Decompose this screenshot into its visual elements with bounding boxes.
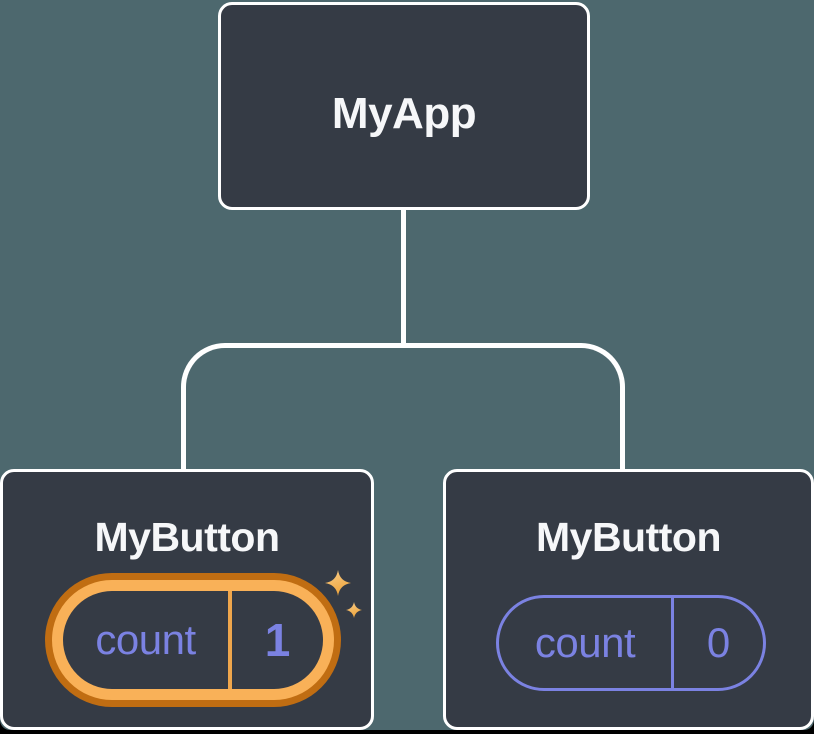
state-name-label: count bbox=[534, 619, 636, 666]
tree-node-mybutton-left: MyButton count 1 bbox=[0, 469, 374, 730]
sparkles-icon bbox=[325, 570, 362, 618]
state-pill-highlight-ring: count 1 bbox=[52, 580, 334, 700]
node-label-mybutton-right: MyButton bbox=[535, 514, 722, 560]
pill-divider bbox=[671, 598, 674, 688]
pill-divider bbox=[228, 591, 232, 689]
state-value: 1 bbox=[264, 614, 291, 666]
state-value: 0 bbox=[706, 619, 731, 666]
tree-node-mybutton-right: MyButton count 0 bbox=[443, 469, 814, 730]
connector-branch bbox=[181, 343, 625, 473]
connector-stem bbox=[401, 206, 406, 346]
state-pill-body: count 1 bbox=[63, 591, 323, 689]
node-label-mybutton-left: MyButton bbox=[94, 514, 280, 560]
state-pill-plain: count 0 bbox=[496, 595, 766, 691]
state-pill-highlighted: count 1 bbox=[45, 573, 341, 707]
tree-node-myapp: MyApp bbox=[218, 2, 590, 210]
state-name-label: count bbox=[95, 616, 196, 663]
node-label-myapp: MyApp bbox=[331, 89, 477, 138]
